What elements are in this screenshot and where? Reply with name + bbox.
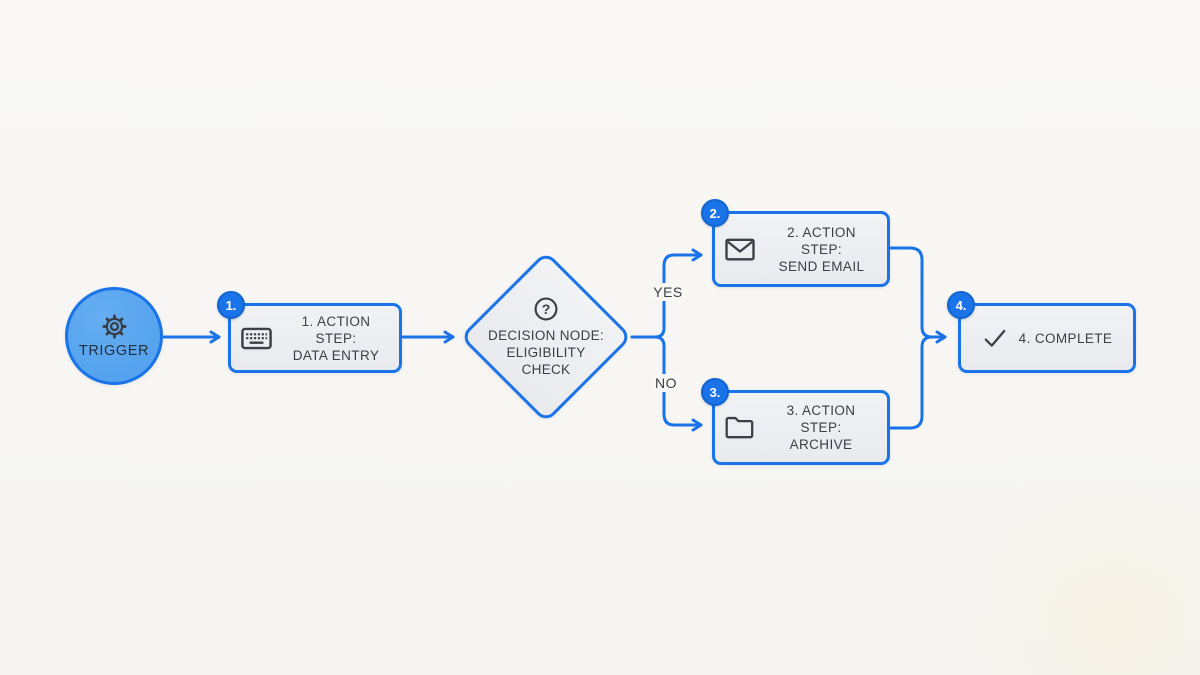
trigger-label: TRIGGER <box>78 343 150 359</box>
complete-badge: 4. <box>947 291 975 319</box>
question-icon: ? <box>534 297 558 321</box>
decision-node[interactable]: ? DECISION NODE: ELIGIBILITY CHECK <box>459 250 633 424</box>
step3-badge: 3. <box>701 378 729 406</box>
step2-node[interactable]: 2. 2. ACTION STEP: SEND EMAIL <box>701 199 890 287</box>
step1-node[interactable]: 1. 1. ACTION STEP: DATA ENTRY <box>217 291 402 373</box>
step3-label: 3. ACTION STEP: ARCHIVE <box>786 403 856 452</box>
step1-badge: 1. <box>217 291 245 319</box>
envelope-icon <box>725 238 755 260</box>
no-label: NO <box>651 374 681 392</box>
keyboard-icon <box>241 327 272 349</box>
step3-node[interactable]: 3. 3. ACTION STEP: ARCHIVE <box>701 378 890 465</box>
gear-icon <box>101 314 127 339</box>
edge-step2-to-merge <box>889 246 934 339</box>
decision-label: DECISION NODE: ELIGIBILITY CHECK <box>488 328 604 377</box>
folder-icon <box>725 416 754 439</box>
complete-node[interactable]: 4. 4. COMPLETE <box>947 291 1136 373</box>
trigger-node[interactable]: TRIGGER <box>65 287 163 385</box>
step2-label: 2. ACTION STEP: SEND EMAIL <box>778 224 865 274</box>
yes-label: YES <box>649 283 687 301</box>
step1-label: 1. ACTION STEP: DATA ENTRY <box>292 313 380 363</box>
edge-step3-to-merge <box>889 335 934 430</box>
svg-text:?: ? <box>542 301 551 317</box>
complete-label: 4. COMPLETE <box>1018 330 1113 346</box>
step2-badge: 2. <box>701 199 729 227</box>
check-icon <box>984 329 1006 347</box>
